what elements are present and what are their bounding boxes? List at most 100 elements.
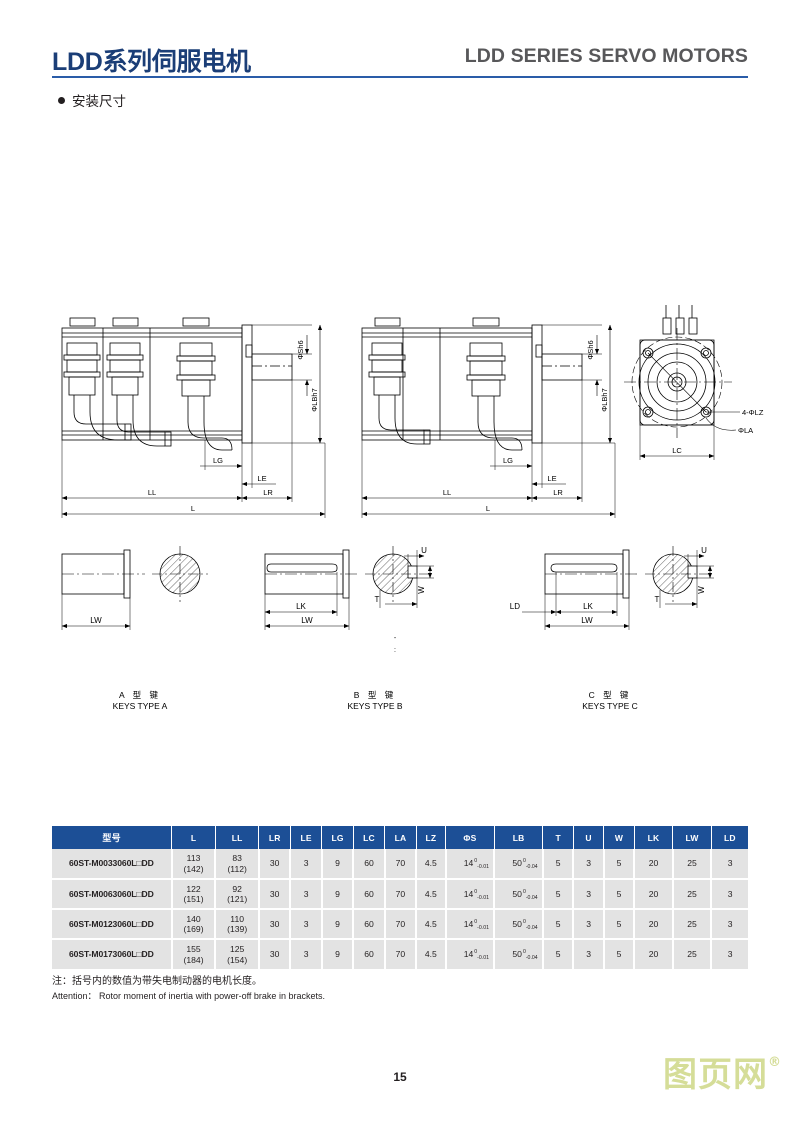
cell-phis: 140-0.01 — [445, 849, 496, 880]
col-header-model: 型号 — [52, 826, 173, 849]
svg-text::: : — [394, 647, 396, 654]
col-header-ld: LD — [711, 826, 748, 849]
svg-text:LR: LR — [263, 488, 273, 497]
cell-lc: 60 — [353, 849, 386, 880]
cell-le: 3 — [290, 849, 323, 880]
cell-le: 3 — [290, 879, 323, 910]
page-header: LDD系列伺服电机 LDD SERIES SERVO MOTORS — [52, 42, 748, 82]
cell-ld: 3 — [711, 939, 748, 969]
cell-phis: 140-0.01 — [445, 879, 496, 910]
cell-lk: 20 — [634, 939, 674, 969]
col-header-la: LA — [384, 826, 417, 849]
cell-lz: 4.5 — [416, 939, 447, 969]
cell-l: 122(151) — [171, 879, 217, 910]
cell-lg: 9 — [321, 909, 355, 940]
cell-l: 113(142) — [171, 849, 217, 880]
svg-text:LE: LE — [547, 474, 556, 483]
cell-lw: 25 — [672, 879, 713, 910]
cell-l: 155(184) — [171, 939, 217, 969]
col-header-lb: LB — [494, 826, 544, 849]
cell-lg: 9 — [321, 939, 355, 969]
cell-l: 140(169) — [171, 909, 217, 940]
cell-lr: 30 — [258, 909, 292, 940]
cell-lk: 20 — [634, 879, 674, 910]
cell-lc: 60 — [353, 879, 386, 910]
cell-t: 5 — [542, 909, 575, 940]
svg-text:LR: LR — [553, 488, 563, 497]
svg-text:C 型 键: C 型 键 — [589, 690, 632, 700]
cell-w: 5 — [603, 909, 636, 940]
cell-lw: 25 — [672, 909, 713, 940]
svg-text:-: - — [394, 635, 397, 642]
cell-lw: 25 — [672, 849, 713, 880]
cell-model: 60ST-M0033060L□DD — [52, 849, 173, 880]
col-header-l: L — [171, 826, 216, 849]
svg-text:U: U — [421, 546, 427, 555]
specifications-table-wrapper: 型号 L LL LR LE LG LC LA LZ ΦS LB T U W LK… — [52, 826, 748, 969]
svg-text:LW: LW — [301, 616, 313, 625]
svg-text:ΦLBh7: ΦLBh7 — [600, 388, 609, 412]
watermark-text: 图页网 — [663, 1055, 768, 1095]
motor-view-face: 4-ΦLZ ΦLA LC — [624, 305, 764, 460]
svg-text:L: L — [486, 504, 490, 513]
svg-text:ΦSh6: ΦSh6 — [586, 340, 595, 359]
footnote-cn: 注：括号内的数值为带失电制动器的电机长度。 — [52, 976, 262, 987]
cell-u: 3 — [573, 879, 605, 910]
key-type-c-diagram: U T W LD LK LW C 型 键 KEYS TYPE C — [510, 546, 714, 711]
key-type-a-diagram: LW A 型 键 KEYS TYPE A — [61, 546, 208, 711]
cell-ll: 92(121) — [215, 879, 260, 910]
cell-la: 70 — [384, 939, 418, 969]
svg-text:W: W — [417, 586, 426, 594]
cell-ll: 110(139) — [215, 909, 260, 940]
col-header-lz: LZ — [416, 826, 447, 849]
page-number: 15 — [393, 1070, 407, 1084]
watermark-logo: 图页网® — [663, 1055, 782, 1095]
col-header-ll: LL — [215, 826, 260, 849]
cell-la: 70 — [384, 849, 418, 880]
motor-dimension-drawing: ΦSh6 ΦLBh7 LG LE LR LL L — [61, 305, 764, 711]
cell-model: 60ST-M0063060L□DD — [52, 879, 173, 910]
cell-u: 3 — [573, 909, 605, 940]
cell-lc: 60 — [353, 939, 386, 969]
svg-text:ΦLA: ΦLA — [738, 426, 753, 435]
cell-model: 60ST-M0123060L□DD — [52, 909, 173, 940]
cell-ll: 125(154) — [215, 939, 260, 969]
col-header-phis: ΦS — [445, 826, 495, 849]
cell-lz: 4.5 — [416, 849, 447, 880]
col-header-lg: LG — [321, 826, 354, 849]
cell-ld: 3 — [711, 849, 748, 880]
cell-lr: 30 — [258, 849, 292, 880]
cell-t: 5 — [542, 849, 575, 880]
cell-lg: 9 — [321, 879, 355, 910]
svg-text:LG: LG — [503, 456, 513, 465]
col-header-w: W — [603, 826, 635, 849]
svg-text:KEYS TYPE A: KEYS TYPE A — [113, 701, 168, 711]
svg-text:LW: LW — [90, 616, 102, 625]
cell-lw: 25 — [672, 939, 713, 969]
svg-text:LE: LE — [257, 474, 266, 483]
cell-ll: 83(112) — [215, 849, 260, 880]
cell-la: 70 — [384, 879, 418, 910]
cell-le: 3 — [290, 939, 323, 969]
svg-text:LW: LW — [581, 616, 593, 625]
bullet-icon — [58, 96, 65, 104]
cell-lz: 4.5 — [416, 909, 447, 940]
footnotes: 注：括号内的数值为带失电制动器的电机长度。 Attention： Rotor m… — [52, 972, 652, 1002]
svg-text:L: L — [191, 504, 195, 513]
cell-lb: 500-0.04 — [494, 879, 544, 910]
cell-lg: 9 — [321, 849, 355, 880]
cell-phis: 140-0.01 — [445, 909, 496, 940]
col-header-lc: LC — [353, 826, 386, 849]
technical-drawing-area: ΦSh6 ΦLBh7 LG LE LR LL L — [0, 150, 800, 770]
col-header-lr: LR — [258, 826, 291, 849]
svg-text:4-ΦLZ: 4-ΦLZ — [742, 408, 764, 417]
cell-lz: 4.5 — [416, 879, 447, 910]
svg-text:LL: LL — [148, 488, 156, 497]
cell-lb: 500-0.04 — [494, 939, 544, 969]
svg-text:T: T — [655, 595, 660, 604]
svg-text:LC: LC — [672, 446, 682, 455]
cell-lk: 20 — [634, 909, 674, 940]
